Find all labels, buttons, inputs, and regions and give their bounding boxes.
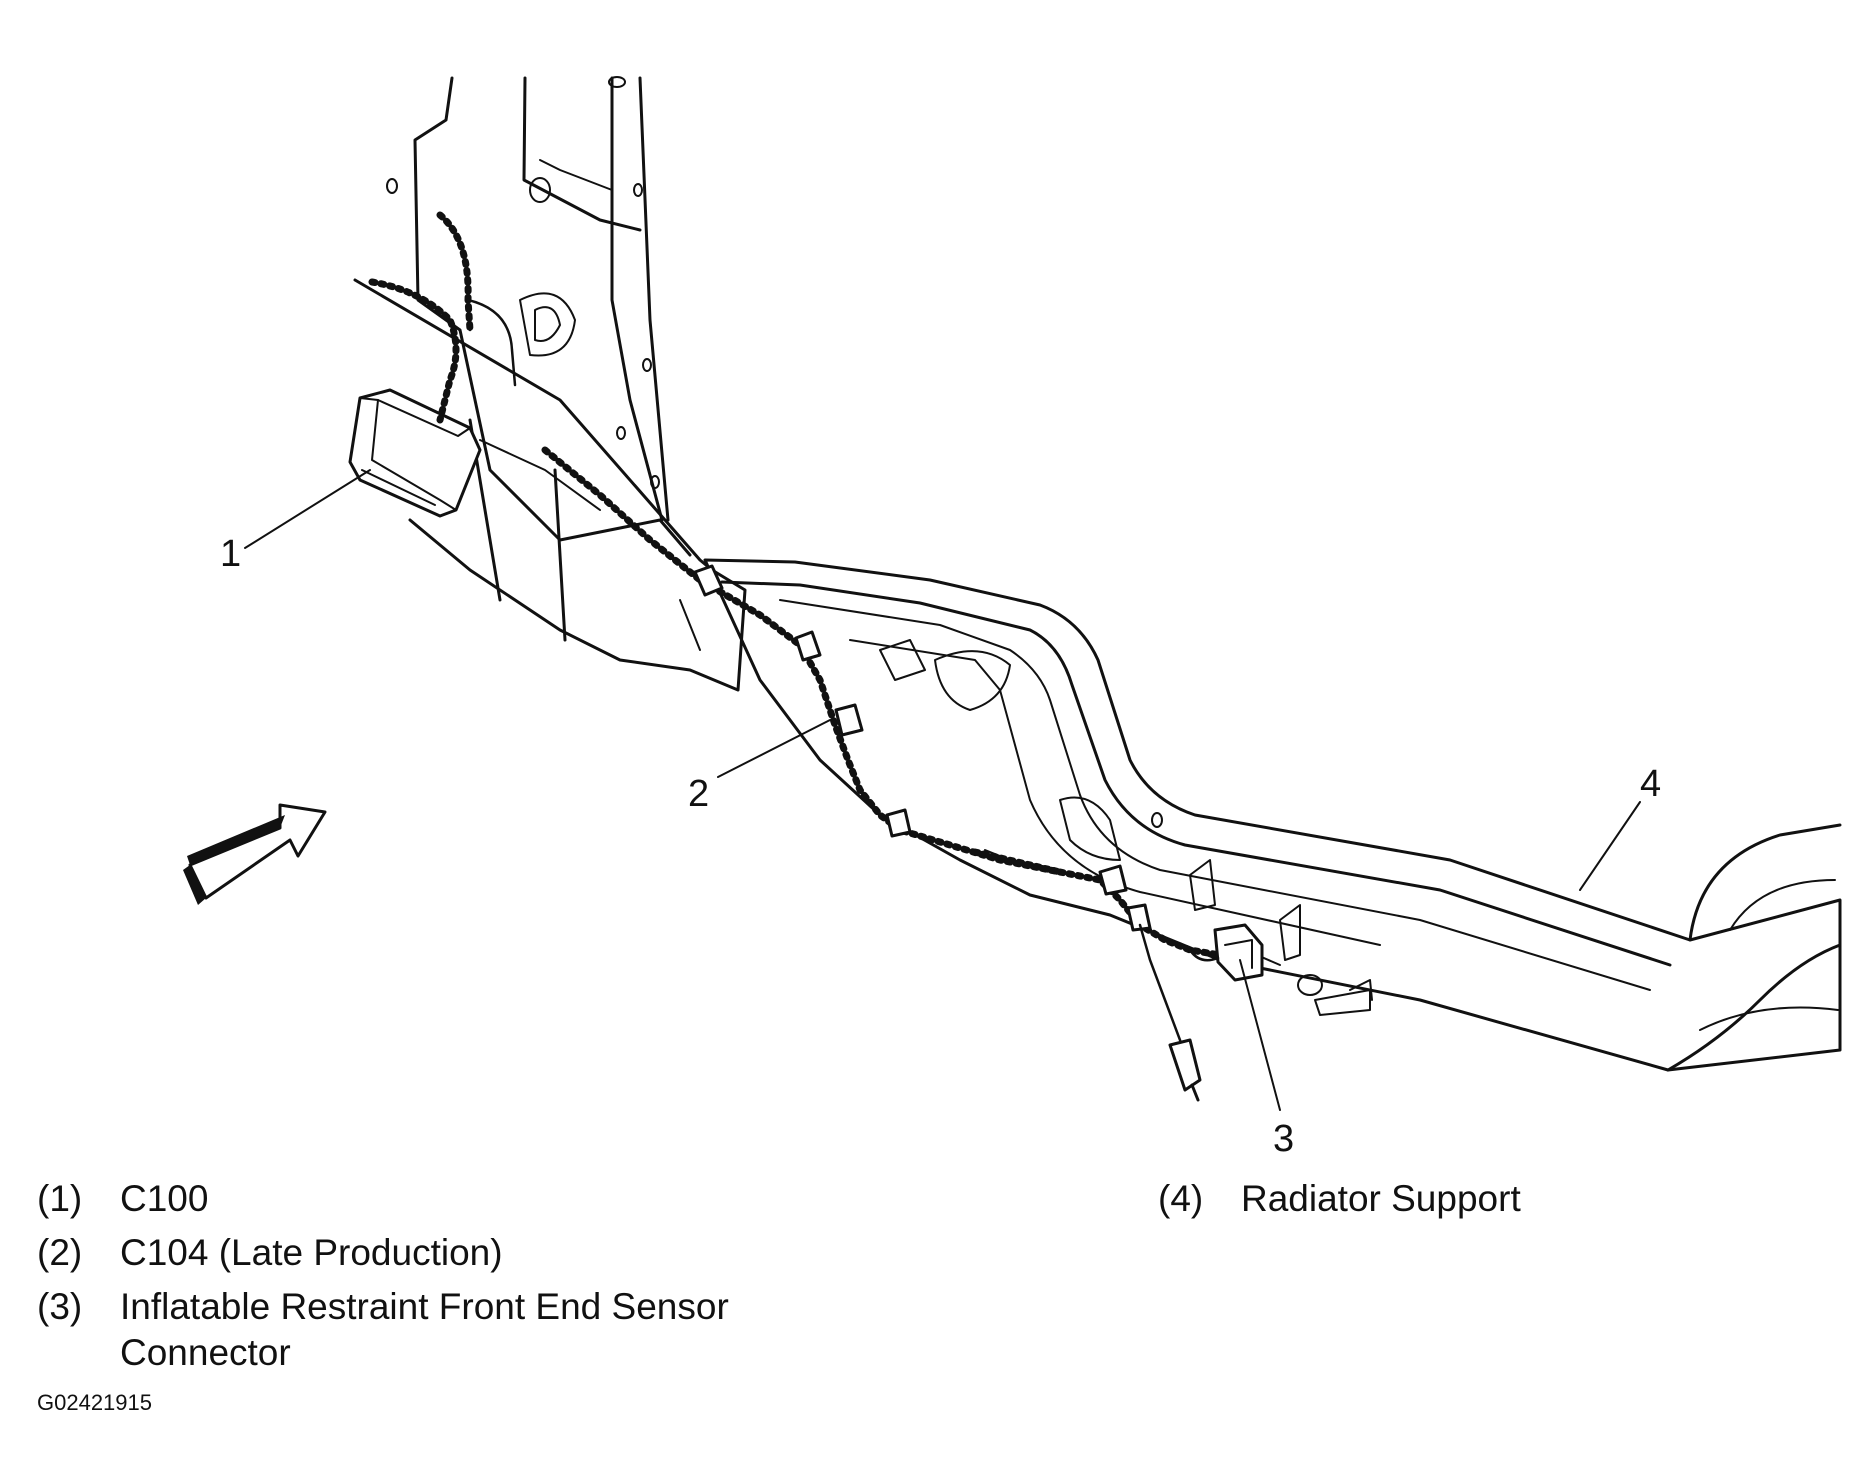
legend-item: (4) Radiator Support <box>1158 1176 1741 1222</box>
legend-index: (4) <box>1158 1178 1204 1219</box>
figure-id: G02421915 <box>37 1390 152 1415</box>
callout-4: 4 <box>1640 763 1662 805</box>
harness-to-c100 <box>368 211 517 424</box>
legend-label: Inflatable Restraint Front End Sensor Co… <box>120 1286 729 1373</box>
legend-item: (2) C104 (Late Production) <box>37 1230 820 1276</box>
legend-item: (3) Inflatable Restraint Front End Senso… <box>37 1284 820 1376</box>
front-end-sensor-connector <box>1188 923 1264 982</box>
c100-connector <box>348 388 482 518</box>
legend-item: (1) C100 <box>37 1176 820 1222</box>
legend-label: C104 (Late Production) <box>120 1232 503 1273</box>
radiator-support <box>703 558 1842 1072</box>
legend-left: (1) C100 (2) C104 (Late Production) (3) … <box>37 1176 820 1376</box>
forward-arrow <box>183 803 327 905</box>
legend-right: (4) Radiator Support <box>1158 1176 1741 1222</box>
leader-lines <box>244 469 1641 1111</box>
callout-3: 3 <box>1273 1118 1295 1160</box>
fender-structure <box>353 76 747 692</box>
front-harness <box>541 446 1224 1102</box>
legend-index: (2) <box>37 1232 83 1273</box>
legend-label: Radiator Support <box>1241 1178 1521 1219</box>
legend-index: (1) <box>37 1178 83 1219</box>
callout-1: 1 <box>220 533 242 575</box>
callout-2: 2 <box>688 773 710 815</box>
legend-label: C100 <box>120 1178 209 1219</box>
legend-index: (3) <box>37 1286 83 1327</box>
